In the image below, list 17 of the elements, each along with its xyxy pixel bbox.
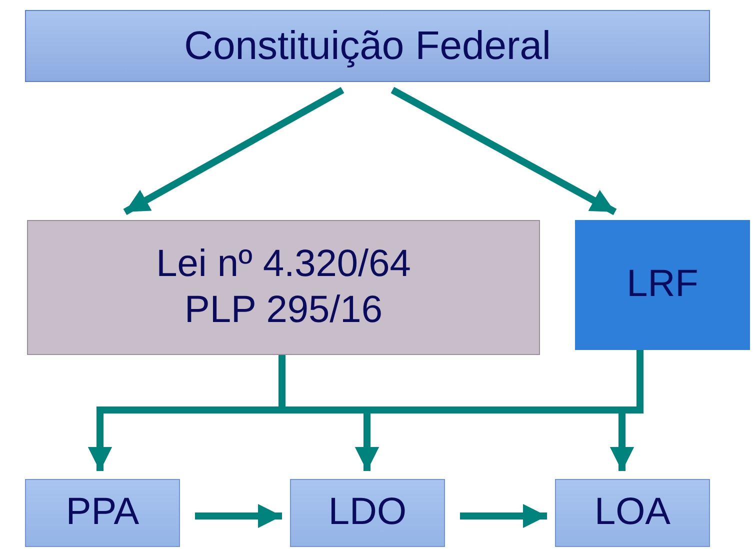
- arrow: [195, 504, 282, 528]
- arrow: [460, 504, 547, 528]
- node-label: PPA: [66, 490, 140, 536]
- process-box: [27, 220, 540, 355]
- process-box: [290, 479, 445, 547]
- node-label: LOA: [594, 490, 671, 536]
- node-label: LRF: [626, 262, 698, 308]
- arrow: [123, 86, 344, 216]
- process-box: [575, 220, 750, 350]
- arrow: [390, 86, 617, 216]
- process-box: [25, 479, 180, 547]
- node-label: Constituição Federal: [184, 23, 551, 70]
- node-label: LDO: [328, 490, 407, 536]
- node-label: Lei nº 4.320/64: [156, 242, 411, 287]
- node-label: PLP 295/16: [184, 288, 382, 332]
- process-box: [555, 479, 710, 547]
- title-box: [25, 10, 710, 82]
